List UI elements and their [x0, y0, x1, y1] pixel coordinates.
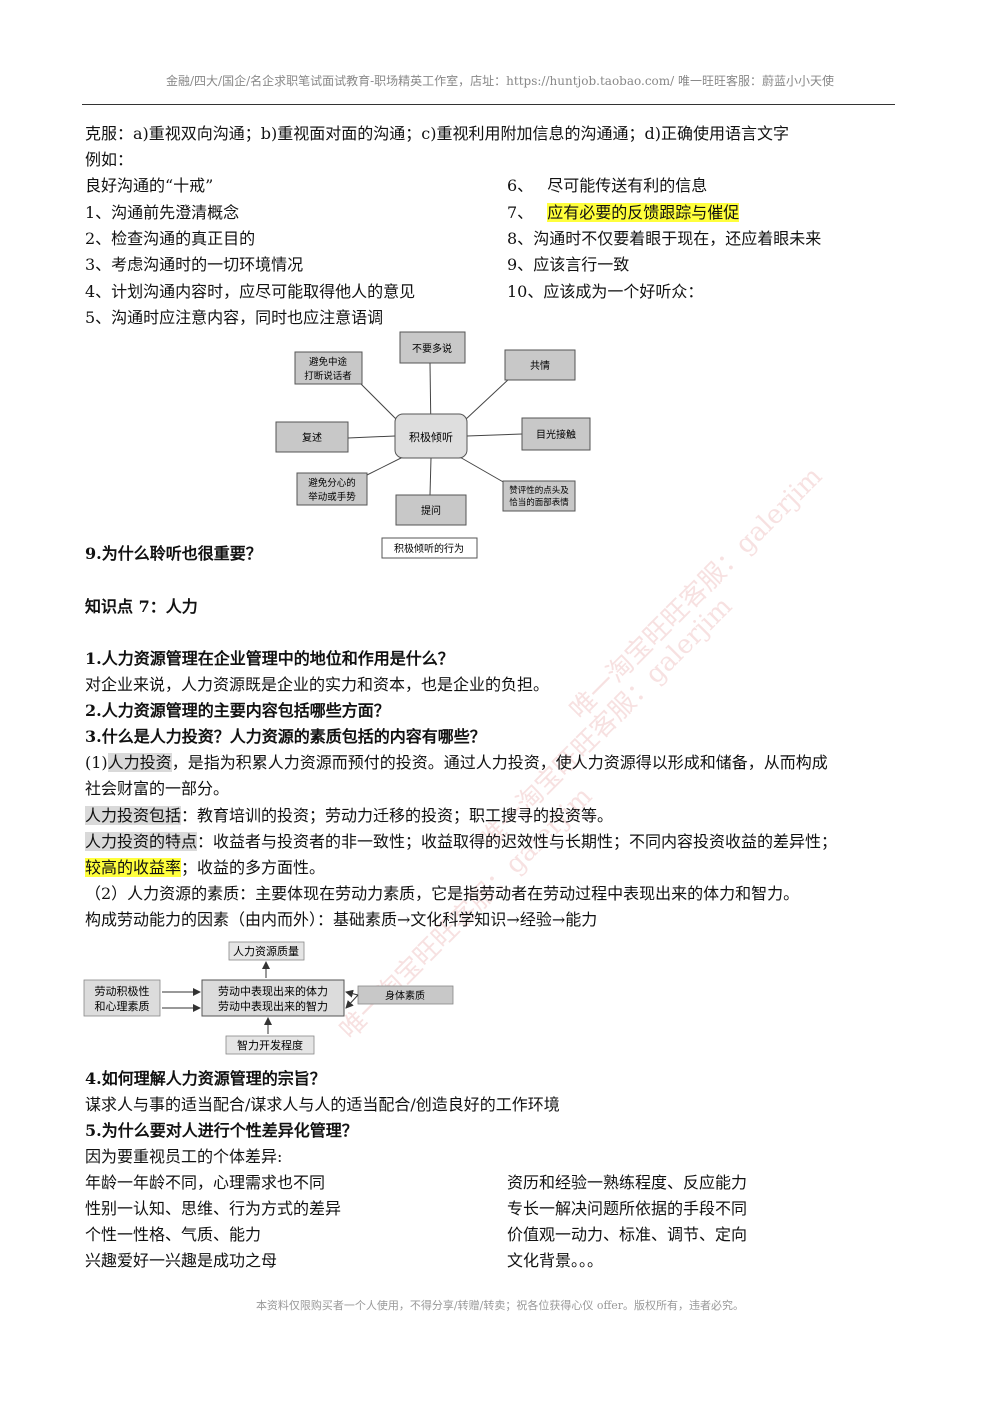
answer-3-part-2: （2）人力资源的素质：主要体现在劳动力素质，它是指劳动者在劳动过程中表现出来的体… [85, 884, 800, 903]
answer-3-features-cont: 较高的收益率；收益的多方面性。 [85, 858, 326, 877]
diagram-caption: 积极倾听的行为 [394, 542, 464, 555]
diagram-node-label: 积极倾听 [409, 430, 453, 444]
diagram-connector [347, 435, 396, 439]
list-item: 专长一解决问题所依据的手段不同 [507, 1199, 748, 1218]
list-item: 年龄一年龄不同，心理需求也不同 [85, 1173, 326, 1192]
list-item: 价值观一动力、标准、调节、定向 [507, 1225, 748, 1244]
question-3: 3.什么是人力投资？人力资源的素质包括的内容有哪些？ [85, 727, 486, 746]
list-item: 2、检查沟通的真正目的 [85, 229, 256, 248]
diagram-node [294, 351, 363, 385]
diagram-node-label: 共情 [530, 359, 550, 372]
list-item: 6、尽可能传送有利的信息 [507, 176, 708, 195]
page-footer: 本资料仅限购买者一个人使用，不得分享/转赠/转卖；祝各位获得心仪 offer。版… [255, 1299, 745, 1312]
list-item: 4、计划沟通内容时，应尽可能取得他人的意见 [85, 282, 416, 301]
question-4: 4.如何理解人力资源管理的宗旨？ [85, 1069, 326, 1088]
diagram-node-label: 目光接触 [536, 428, 576, 441]
answer-3-includes: 人力投资包括：教育培训的投资；劳动力迁移的投资；职工搜寻的投资等。 [85, 806, 614, 825]
list-item: 个性一性格、气质、能力 [85, 1225, 262, 1244]
diagram-node-label: 和心理素质 [95, 1000, 150, 1013]
diagram-node-label: 劳动中表现出来的体力 [218, 984, 328, 998]
answer-4: 谋求人与事的适当配合/谋求人与人的适当配合/创造良好的工作环境 [85, 1095, 560, 1114]
list-item: 8、沟通时不仅要着眼于现在，还应着眼未来 [507, 229, 822, 248]
question-5: 5.为什么要对人进行个性差异化管理？ [85, 1121, 358, 1140]
example-label: 例如： [85, 150, 134, 169]
diagram-node [504, 349, 576, 381]
watermark: 唯一淘宝旺旺客服：galerjim [564, 461, 829, 726]
list-item: 3、考虑沟通时的一切环境情况 [85, 255, 304, 274]
diagram-node-label: 恰当的面部表情 [509, 497, 569, 508]
list-item: 10、应该成为一个好听众： [507, 282, 704, 301]
diagram-node-label: 赞评性的点头及 [509, 485, 569, 496]
diagram-caption-box [381, 537, 478, 559]
diagram-arrow [345, 994, 359, 1009]
diagram-node-label: 复述 [302, 431, 322, 444]
list-item: 9、应该言行一致 [507, 255, 630, 274]
list-item: 性别一认知、思维、行为方式的差异 [85, 1199, 342, 1218]
answer-3-part-1-cont: 社会财富的一部分。 [85, 779, 230, 798]
list-item: 5、沟通时应注意内容，同时也应注意语调 [85, 308, 384, 327]
diagram-connector [464, 377, 511, 421]
header-divider [82, 104, 895, 105]
diagram-node-label: 人力资源质量 [233, 944, 299, 958]
diagram-node-label: 劳动积极性 [95, 984, 150, 998]
diagram-node [502, 480, 576, 512]
answer-1: 对企业来说，人力资源既是企业的实力和资本，也是企业的负担。 [85, 675, 550, 694]
diagram-node [83, 979, 161, 1017]
diagram-node-label: 打断说话者 [304, 370, 352, 382]
section-title: 知识点 7：人力 [85, 597, 198, 616]
diagram-node-label: 劳动中表现出来的智力 [218, 999, 328, 1013]
active-listening-diagram: 积极倾听 不要多说 避免中途 打断说话者 共情 复述 目光接触 避免分心的 举动… [275, 331, 591, 559]
diagram-node [275, 421, 349, 453]
list-item: 资历和经验一熟练程度、反应能力 [507, 1173, 748, 1192]
diagram-connector [429, 457, 432, 496]
diagram-node [296, 472, 368, 506]
diagram-connector [457, 455, 506, 484]
ten-commandments-title: 良好沟通的“十戒” [85, 176, 214, 195]
answer-3-features: 人力投资的特点：收益者与投资者的非一致性；收益取得的迟效性与长期性；不同内容投资… [85, 832, 838, 851]
list-item: 兴趣爱好一兴趣是成功之母 [85, 1251, 278, 1270]
diagram-node [521, 417, 591, 451]
diagram-node-label: 智力开发程度 [237, 1038, 303, 1052]
answer-5-intro: 因为要重视员工的个体差异: [85, 1147, 283, 1166]
list-item: 7、应有必要的反馈跟踪与催促 [507, 203, 740, 222]
diagram-connector [359, 382, 401, 424]
diagram-connector [364, 455, 406, 477]
diagram-node-center [201, 979, 345, 1017]
diagram-node [225, 1035, 315, 1055]
diagram-node [395, 494, 467, 526]
diagram-node [228, 941, 305, 961]
labor-ability-diagram: 人力资源质量 劳动积极性 和心理素质 劳动中表现出来的体力 劳动中表现出来的智力… [83, 941, 454, 1055]
diagram-node-label: 身体素质 [385, 989, 425, 1002]
diagram-node [399, 331, 466, 364]
answer-3-part-1: (1)人力投资，是指为积累人力资源而预付的投资。通过人力投资，使人力资源得以形成… [85, 753, 828, 772]
question-2: 2.人力资源管理的主要内容包括哪些方面？ [85, 701, 390, 720]
question-9: 9.为什么聆听也很重要？ [85, 544, 262, 563]
overcome-text: 克服：a)重视双向沟通；b)重视面对面的沟通；c)重视利用附加信息的沟通通；d)… [85, 124, 789, 143]
diagram-connector [466, 433, 523, 437]
diagram-node-label: 避免分心的 [308, 477, 356, 489]
list-item: 1、沟通前先澄清概念 [85, 203, 240, 222]
diagram-node-label: 提问 [421, 504, 441, 517]
answer-3-part-3: 构成劳动能力的因素（由内而外）：基础素质→文化科学知识→经验→能力 [85, 910, 598, 929]
page-header: 金融/四大/国企/名企求职笔试面试教育-职场精英工作室，店址：https://h… [165, 74, 835, 88]
diagram-node-label: 不要多说 [412, 342, 452, 355]
diagram-arrow [345, 989, 359, 998]
list-item: 文化背景。。。 [507, 1251, 604, 1270]
diagram-node-center [394, 413, 468, 459]
diagram-node-label: 避免中途 [309, 356, 348, 368]
question-1: 1.人力资源管理在企业管理中的地位和作用是什么？ [85, 649, 454, 668]
diagram-node-label: 举动或手势 [308, 491, 356, 503]
